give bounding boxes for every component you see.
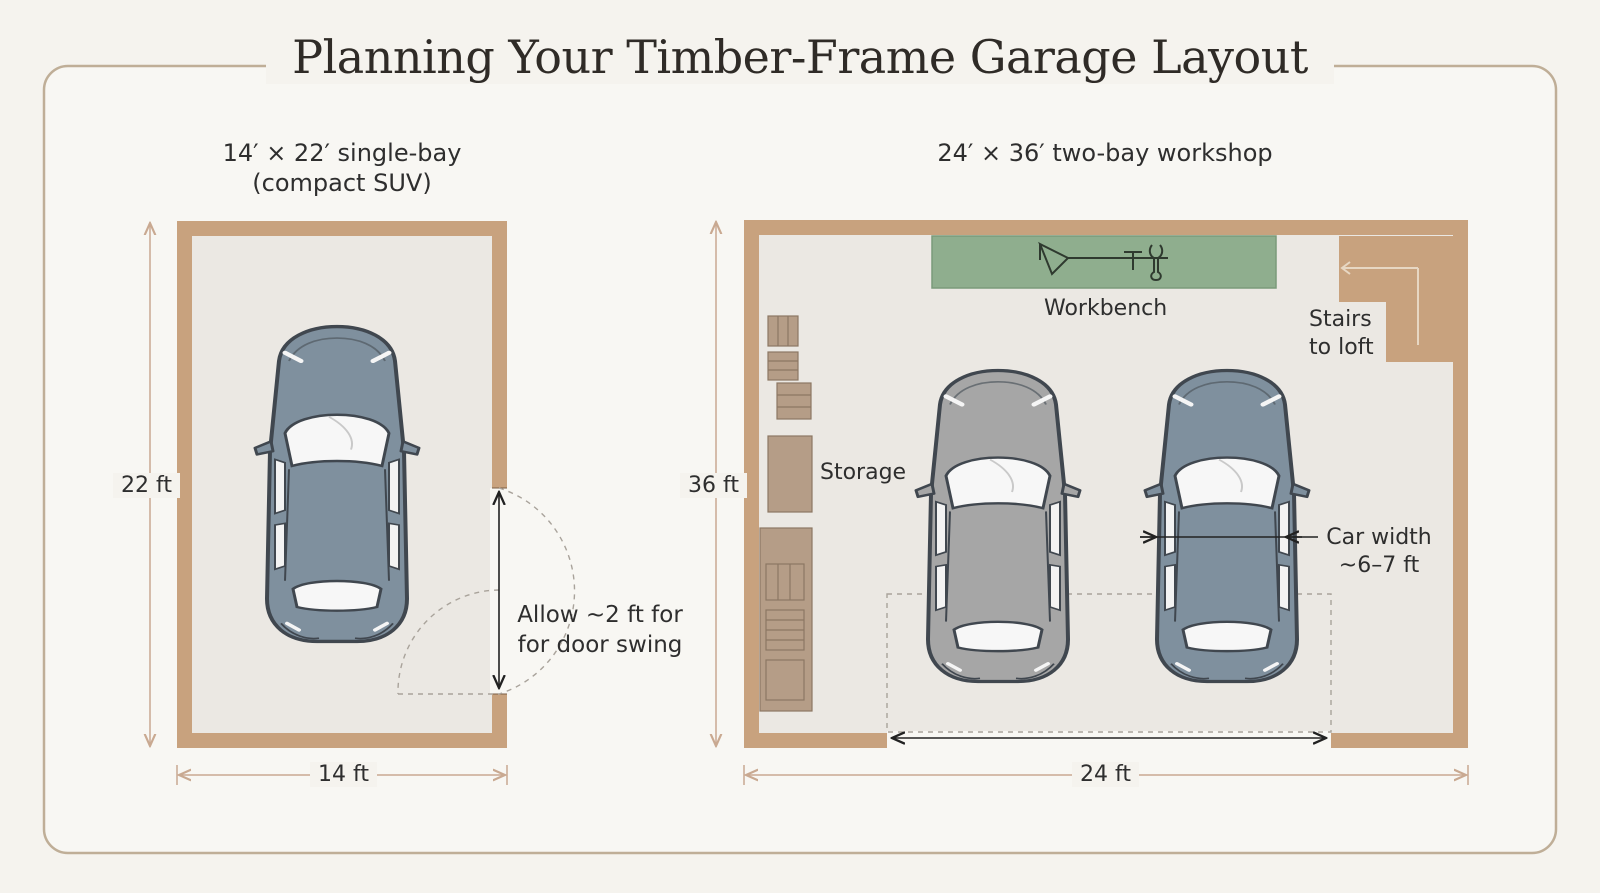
car-width-label-line1: Car width [1326,525,1432,550]
single-bay-heading: 14′ × 22′ single-bay (compact SUV) [192,138,492,198]
workbench [931,235,1277,289]
storage-label: Storage [820,460,907,485]
car-width-label-line2: ~6–7 ft [1338,553,1420,578]
page-title-text: Planning Your Timber-Frame Garage Layout [266,30,1334,84]
door-swing-note: Allow ~2 ft for for door swing [515,600,685,660]
suv-top-view-icon [255,327,419,642]
sedan-gray-top-view-icon [916,370,1080,681]
sedan-blue-top-view-icon [1145,370,1309,681]
page-title: Planning Your Timber-Frame Garage Layout [0,30,1600,84]
door-swing-note-line2: for door swing [517,632,683,658]
two-bay-width-label: 24 ft [1072,762,1139,787]
two-bay-garage-door-opening [887,731,1331,751]
stairs-label: Stairs to loft [1309,306,1374,362]
two-bay-heading: 24′ × 36′ two-bay workshop [937,139,1273,167]
saw-icon [1038,241,1070,276]
workbench-label: Workbench [1044,296,1168,321]
hammer-icon [1124,251,1142,270]
single-bay-width-label: 14 ft [310,762,377,787]
wrench-icon [1148,244,1164,282]
two-bay-height-label: 36 ft [680,473,747,498]
stairs-label-line1: Stairs [1309,307,1372,332]
single-bay-height-label: 22 ft [113,473,180,498]
stairs-label-line2: to loft [1309,335,1374,360]
single-bay-heading-line2: (compact SUV) [252,169,432,197]
two-bay-plan [716,220,1469,785]
two-bay-floor [759,235,1453,733]
car-width-label: Car width ~6–7 ft [1314,524,1444,580]
single-bay-heading-line1: 14′ × 22′ single-bay [222,139,462,167]
single-bay-door-opening [490,488,510,694]
door-swing-arc-outer [498,487,576,695]
single-bay-plan [150,221,576,785]
door-swing-arc-inner [397,589,500,695]
door-swing-note-line1: Allow ~2 ft for [517,602,683,628]
